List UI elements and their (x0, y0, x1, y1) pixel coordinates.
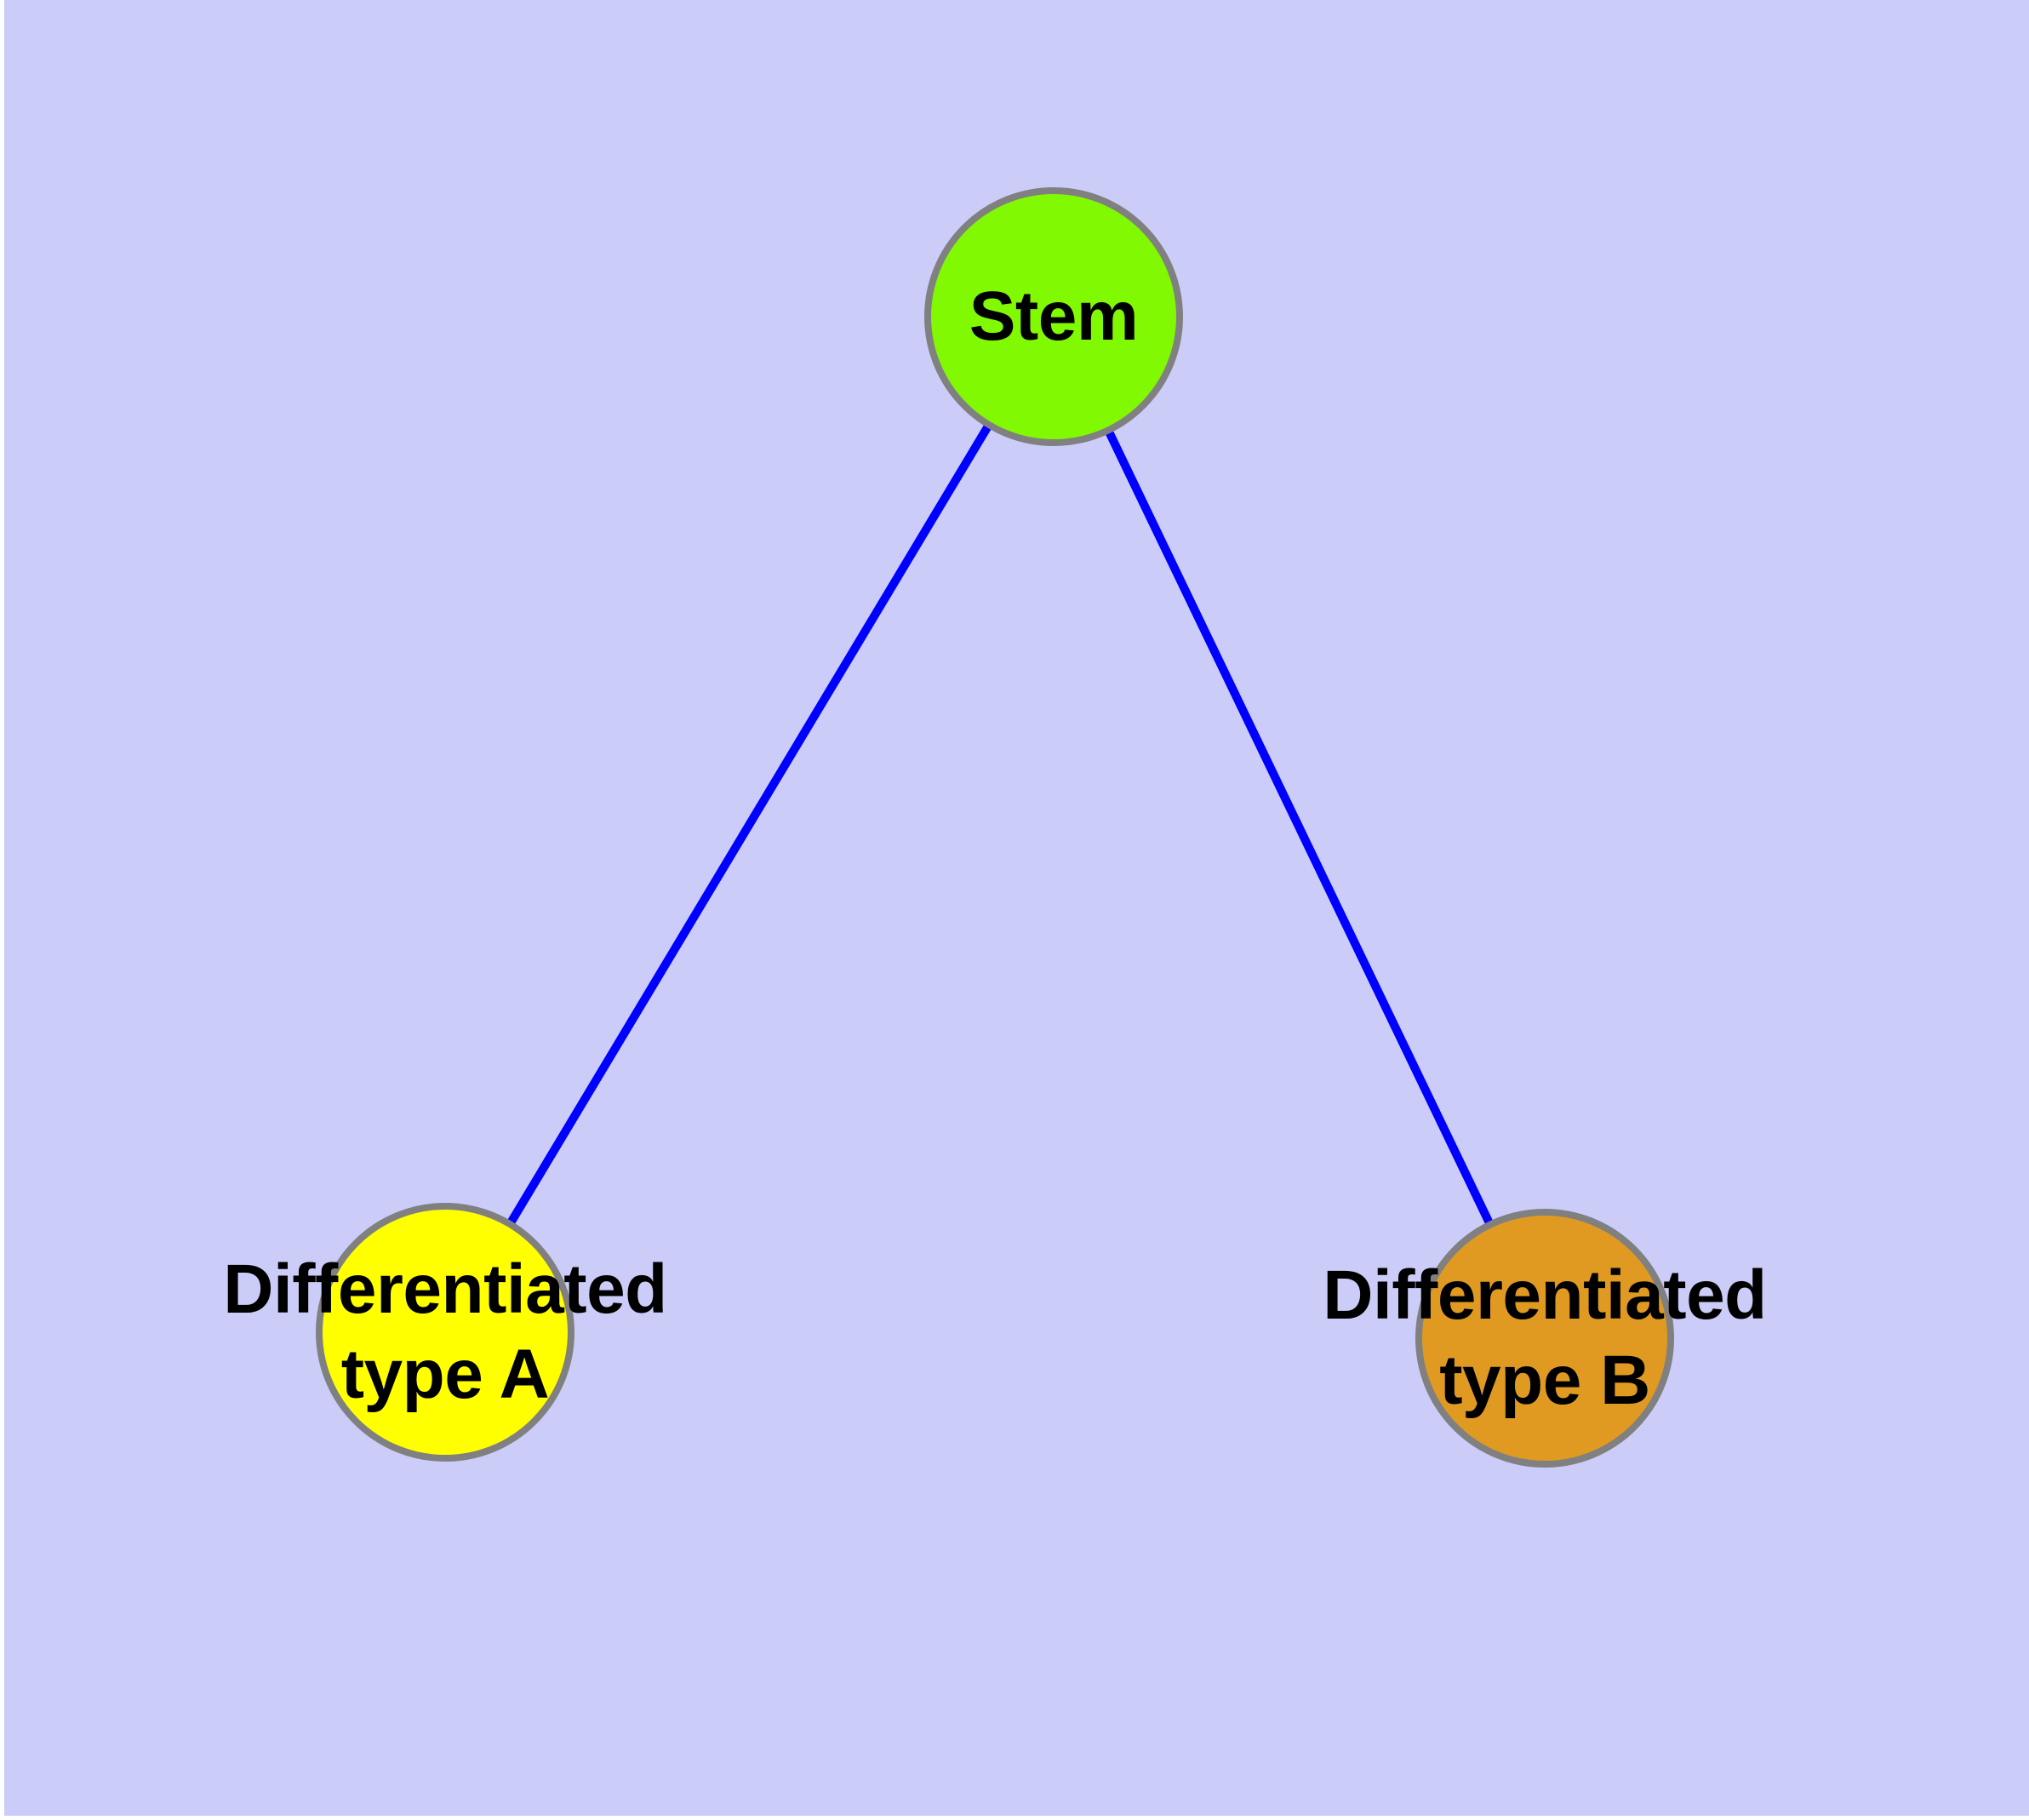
edge-stem-to-differentiated-type-a[interactable] (441, 314, 1058, 1335)
node-differentiated-type-b[interactable] (1415, 1209, 1674, 1468)
nodes-layer (316, 187, 1674, 1468)
node-stem[interactable] (924, 187, 1183, 446)
edge-stem-to-differentiated-type-b[interactable] (1049, 314, 1549, 1341)
node-differentiated-type-a[interactable] (316, 1203, 574, 1462)
edges-layer (441, 314, 1549, 1341)
